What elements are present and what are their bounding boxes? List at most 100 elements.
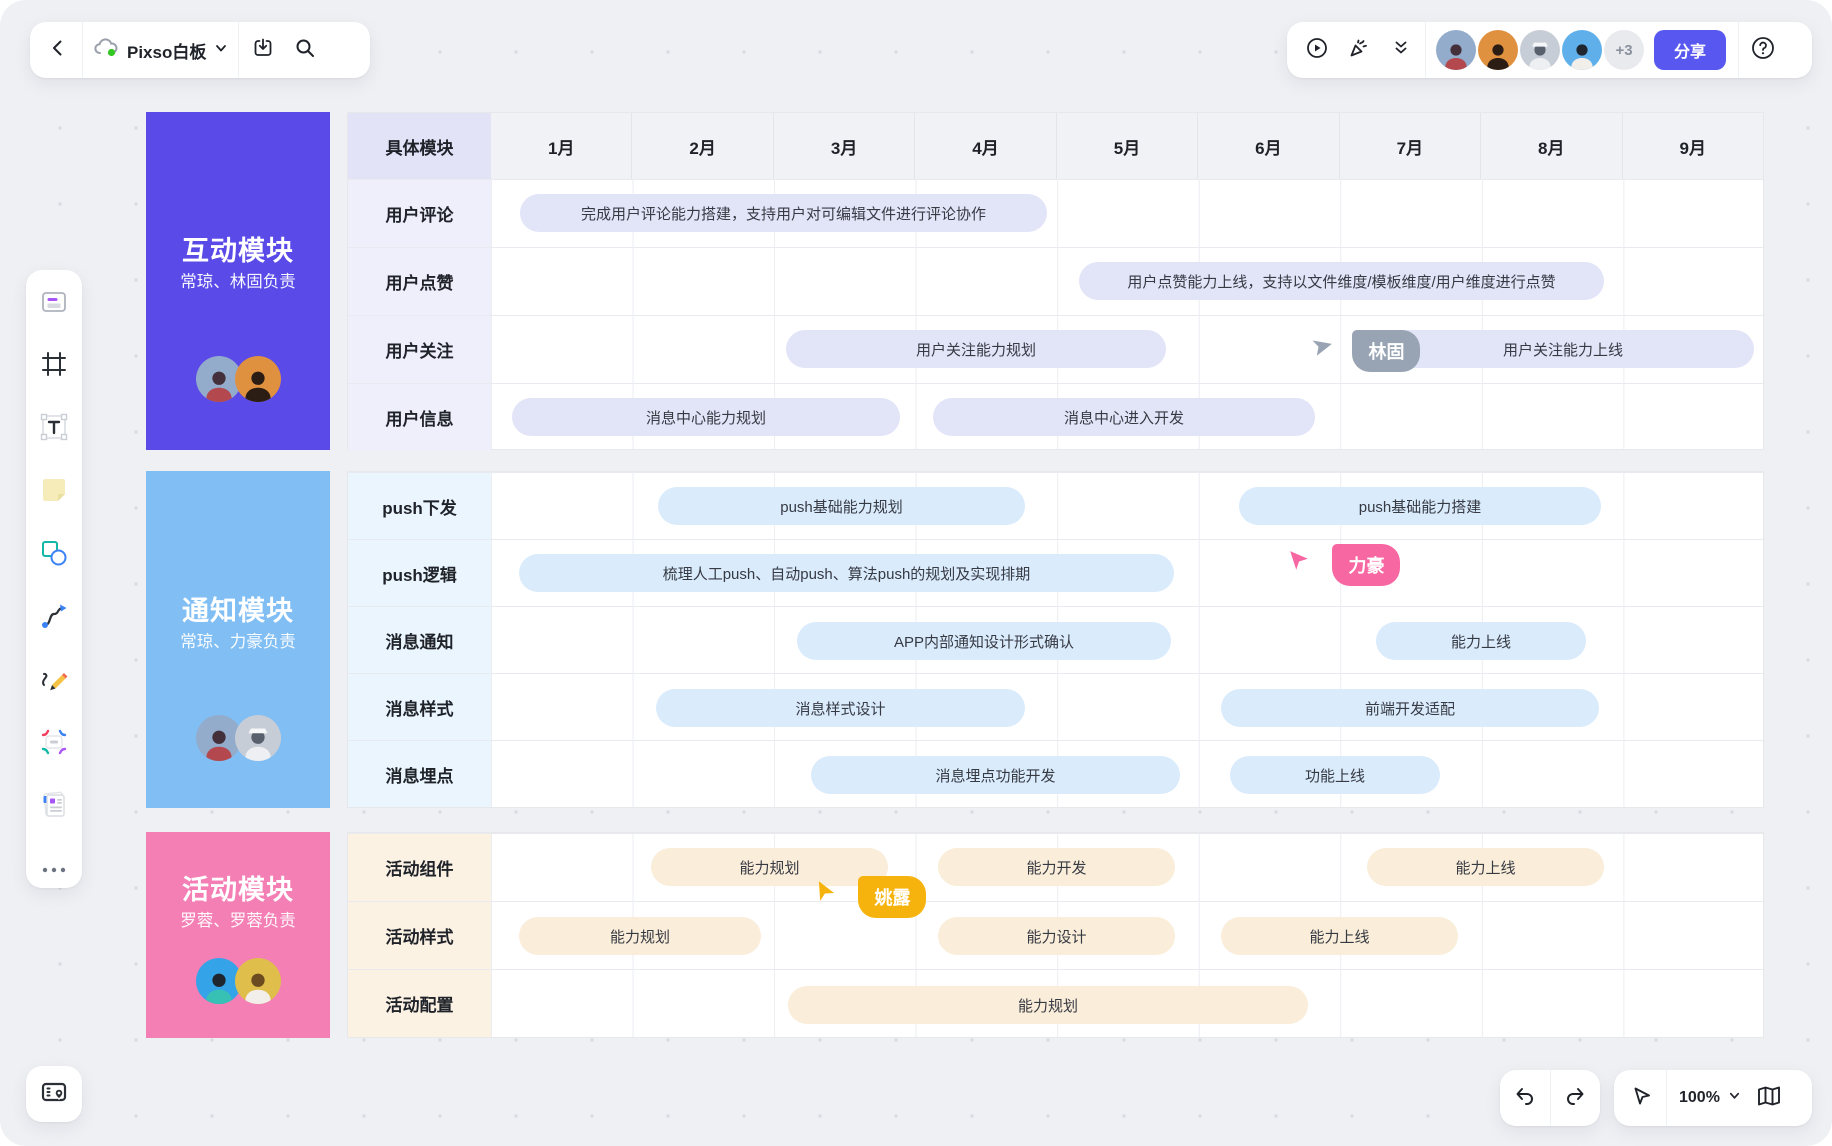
gantt-bar[interactable]: APP内部通知设计形式确认 [797, 622, 1171, 660]
back-button[interactable] [40, 32, 76, 68]
gantt-bar[interactable]: 用户关注能力上线 [1372, 330, 1754, 368]
month-header: 1月 [491, 113, 632, 179]
present-button[interactable] [1299, 32, 1335, 68]
notes-icon [38, 789, 70, 826]
redo-button[interactable] [1557, 1080, 1593, 1116]
gantt-bar[interactable]: 前端开发适配 [1221, 689, 1599, 727]
divider [1666, 1070, 1667, 1126]
collaborator-avatar[interactable] [1478, 30, 1518, 70]
remote-cursor-lihao: 力豪 [1288, 540, 1401, 586]
cursor-icon [1631, 1085, 1653, 1112]
gantt-bar[interactable]: 消息中心进入开发 [933, 398, 1315, 436]
collaborator-avatars: +3 [1432, 30, 1648, 70]
select-tool-button[interactable] [1624, 1080, 1660, 1116]
help-button[interactable] [1745, 32, 1781, 68]
more-dots-icon [41, 861, 67, 879]
month-header: 4月 [914, 113, 1056, 179]
frame-icon [40, 350, 68, 383]
module-title: 活动模块 [182, 875, 294, 905]
double-chevron-down-icon [1391, 38, 1411, 63]
owner-avatar [234, 958, 281, 1004]
collaborator-overflow-badge[interactable]: +3 [1604, 30, 1644, 70]
collaborator-avatar[interactable] [1436, 30, 1476, 70]
gantt-bar[interactable]: 消息样式设计 [656, 689, 1025, 727]
cursor-arrow-icon [1290, 551, 1308, 570]
gantt-bar[interactable]: 能力上线 [1376, 622, 1586, 660]
module-block-activity[interactable]: 活动模块 罗蓉、罗蓉负责 [146, 832, 330, 1038]
gantt-bar[interactable]: 完成用户评论能力搭建，支持用户对可编辑文件进行评论协作 [520, 194, 1047, 232]
row-label: 活动配置 [348, 970, 491, 1037]
owner-avatar [195, 715, 242, 761]
import-button[interactable] [245, 32, 281, 68]
cloud-sync-icon [93, 37, 119, 64]
zoom-control[interactable]: 100% [1673, 1080, 1745, 1116]
search-button[interactable] [287, 32, 323, 68]
divider [82, 22, 83, 78]
sticky-note-icon [39, 475, 69, 510]
gantt-bar[interactable]: 梳理人工push、自动push、算法push的规划及实现排期 [519, 554, 1174, 592]
module-block-notification[interactable]: 通知模块 常琼、力豪负责 [146, 471, 330, 808]
notes-tool[interactable] [36, 789, 72, 825]
collaborator-avatar[interactable] [1520, 30, 1560, 70]
gantt-bar[interactable]: 用户关注能力规划 [786, 330, 1166, 368]
gantt-row: 用户评论 [348, 179, 1763, 247]
cursor-arrow-icon [818, 881, 835, 901]
shapes-tool[interactable] [36, 537, 72, 573]
history-controls [1500, 1070, 1600, 1126]
undo-icon [1513, 1084, 1537, 1113]
module-owners: 常琼、力豪负责 [180, 633, 296, 651]
gantt-bar[interactable]: push基础能力规划 [658, 487, 1025, 525]
gantt-bar[interactable]: 能力设计 [938, 917, 1175, 955]
file-menu[interactable]: Pixso白板 [89, 32, 232, 68]
topbar-left: Pixso白板 [30, 22, 370, 78]
templates-icon [39, 287, 69, 322]
gantt-bar[interactable]: 消息中心能力规划 [512, 398, 900, 436]
connector-tool[interactable] [36, 600, 72, 636]
row-label: 消息埋点 [348, 741, 491, 807]
templates-tool[interactable] [36, 286, 72, 322]
text-tool[interactable] [36, 411, 72, 447]
gantt-bar[interactable]: 能力规划 [519, 917, 761, 955]
gantt-bar[interactable]: 能力上线 [1367, 848, 1604, 886]
divider [1425, 22, 1426, 78]
cursor-name-tag: 林固 [1352, 330, 1421, 372]
undo-button[interactable] [1507, 1080, 1543, 1116]
back-icon [47, 37, 69, 64]
gantt-bar[interactable]: 用户点赞能力上线，支持以文件维度/模板维度/用户维度进行点赞 [1079, 262, 1604, 300]
row-label: 消息通知 [348, 607, 491, 673]
share-button[interactable]: 分享 [1654, 30, 1727, 70]
cursor-name-tag: 姚露 [858, 876, 927, 918]
minimap-button[interactable] [26, 1066, 82, 1122]
collaborator-avatar[interactable] [1562, 30, 1602, 70]
gantt-bar[interactable]: 功能上线 [1230, 756, 1440, 794]
gantt-bar[interactable]: 能力规划 [651, 848, 888, 886]
gantt-bar[interactable]: 消息埋点功能开发 [811, 756, 1180, 794]
minimap-icon [39, 1077, 69, 1112]
gantt-bar[interactable]: 能力上线 [1221, 917, 1458, 955]
row-label: 活动组件 [348, 834, 491, 901]
module-block-interaction[interactable]: 互动模块 常琼、林固负责 [146, 112, 330, 450]
gantt-bar[interactable]: 能力开发 [938, 848, 1175, 886]
gantt-bar[interactable]: push基础能力搭建 [1239, 487, 1601, 525]
pages-button[interactable] [1751, 1080, 1787, 1116]
frame-tool[interactable] [36, 348, 72, 384]
module-avatars [146, 356, 330, 402]
row-label: 用户评论 [348, 180, 491, 247]
pen-tool[interactable] [36, 663, 72, 699]
month-header: 5月 [1055, 113, 1198, 179]
collapse-toolbar-button[interactable] [1383, 32, 1419, 68]
remote-cursor-yaolu: 姚露 [814, 872, 927, 918]
module-owners: 常琼、林固负责 [180, 273, 296, 291]
topbar-right: +3 分享 [1287, 22, 1812, 78]
row-label: push逻辑 [348, 540, 491, 606]
celebrate-button[interactable] [1341, 32, 1377, 68]
sticky-note-tool[interactable] [36, 474, 72, 510]
section-tool[interactable] [36, 726, 72, 762]
gantt-bar[interactable]: 能力规划 [788, 986, 1308, 1024]
redo-icon [1563, 1084, 1587, 1113]
chevron-down-icon [214, 41, 228, 60]
row-label: 用户关注 [348, 316, 491, 383]
pen-icon [39, 664, 69, 699]
more-tools[interactable] [36, 852, 72, 888]
